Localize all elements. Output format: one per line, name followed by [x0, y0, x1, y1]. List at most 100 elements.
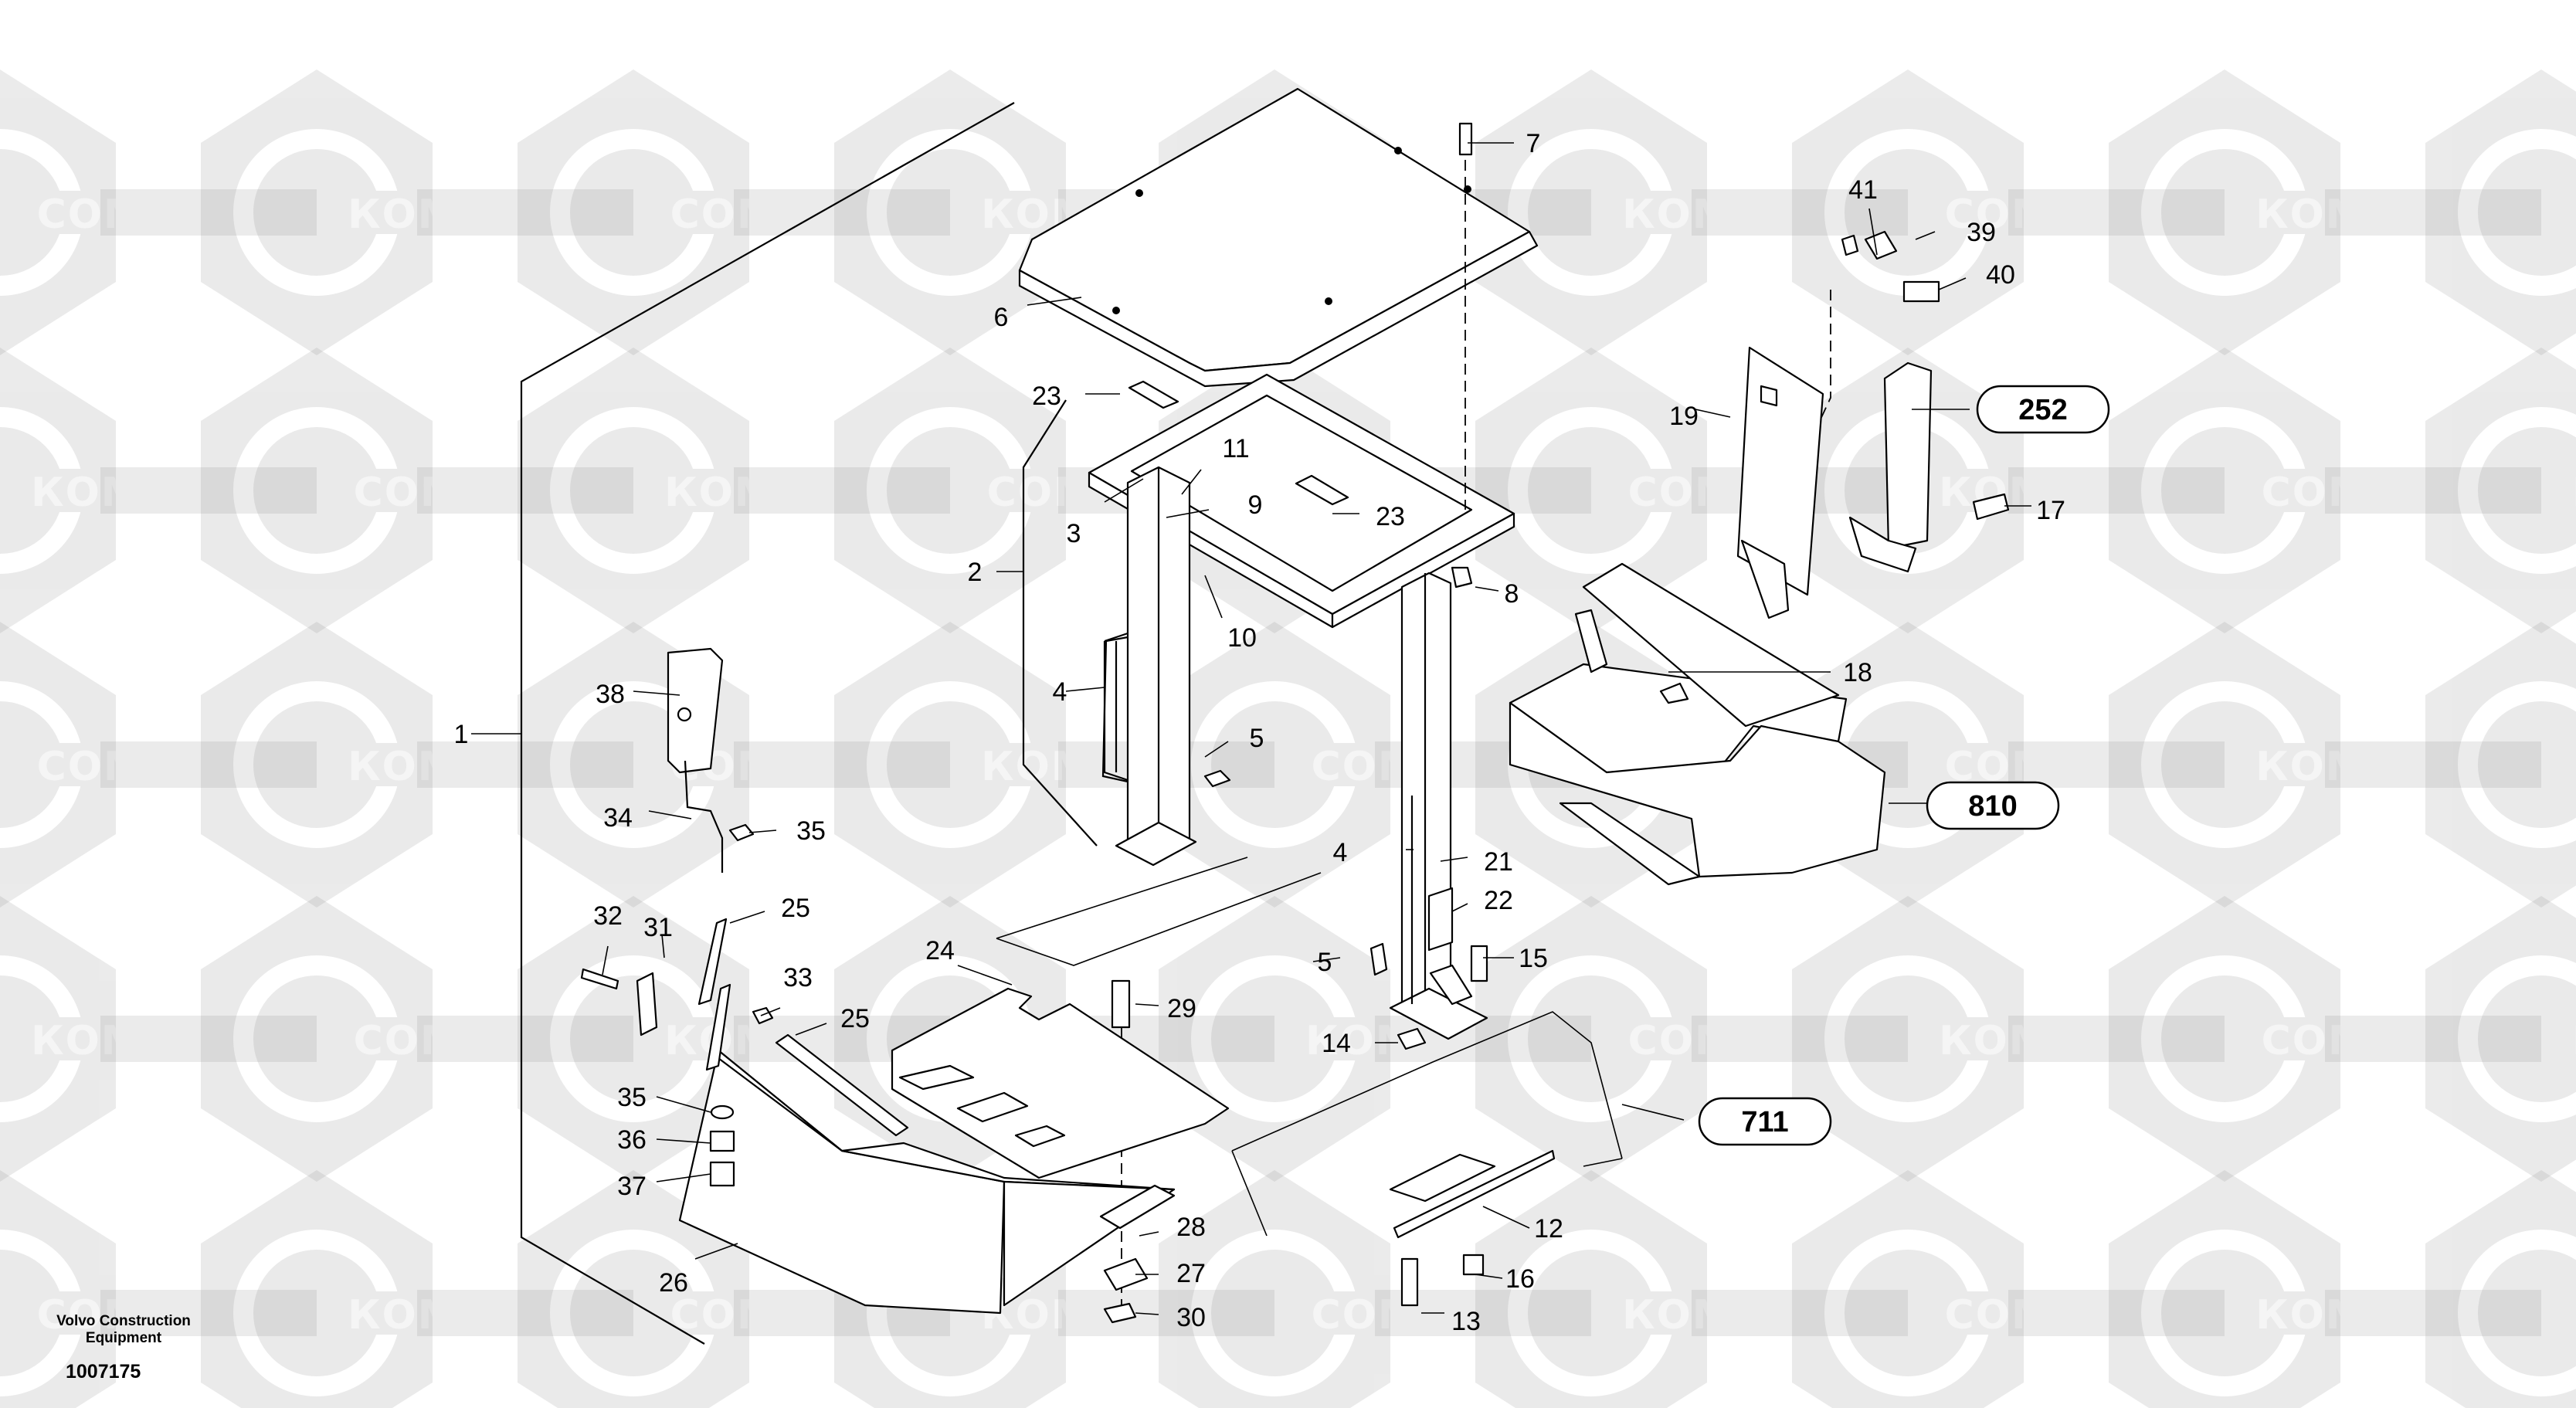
watermark-band	[1692, 1016, 1908, 1062]
watermark-band	[2325, 467, 2541, 514]
watermark-band	[417, 1016, 633, 1062]
watermark-band	[1692, 189, 1908, 236]
callout-c5a: 5	[1250, 724, 1264, 753]
watermark-band	[2008, 741, 2225, 788]
watermark-tile	[0, 896, 116, 1182]
watermark-tile	[0, 348, 116, 633]
watermark-text: COMPART	[2262, 470, 2489, 516]
watermark-text: COMPART	[354, 1018, 582, 1064]
callout-c40: 40	[1986, 260, 2015, 290]
callout-c25b: 25	[840, 1004, 870, 1033]
reference-label: 252	[2018, 394, 2067, 426]
watermark-tile	[1792, 896, 2024, 1182]
callout-c28: 28	[1176, 1213, 1206, 1242]
callout-c36: 36	[617, 1125, 647, 1155]
watermark-tile	[2109, 1170, 2340, 1408]
roof-panel	[1018, 87, 1539, 388]
watermark-band	[2325, 1290, 2541, 1336]
hardware-left	[580, 823, 774, 1187]
reference-252: 252	[1976, 385, 2110, 434]
callout-c15: 15	[1519, 944, 1548, 973]
callout-c32: 32	[593, 901, 623, 931]
watermark-band	[1058, 1290, 1274, 1336]
watermark-band	[2325, 1016, 2541, 1062]
watermark-tile	[2109, 622, 2340, 908]
watermark-tile	[0, 622, 116, 908]
watermark-tile	[1475, 896, 1707, 1182]
watermark-tile	[2109, 70, 2340, 355]
watermark-tile	[518, 348, 749, 633]
callout-c23b: 23	[1376, 502, 1405, 531]
watermark-tile	[201, 622, 433, 908]
cab-base-left	[996, 857, 1322, 966]
watermark-text: КОМПАРТ	[31, 1018, 270, 1064]
watermark-text: COMPART	[37, 192, 265, 238]
callout-c19: 19	[1669, 402, 1699, 431]
watermark-band	[100, 1016, 317, 1062]
callout-c11: 11	[1222, 434, 1249, 463]
watermark-tile	[1159, 1170, 1390, 1408]
callout-c9: 9	[1248, 490, 1263, 520]
watermark-band	[417, 467, 633, 514]
watermark-tile	[1792, 1170, 2024, 1408]
callout-c38: 38	[596, 680, 625, 709]
callout-c30: 30	[1176, 1303, 1206, 1332]
watermark-text: КОМПАРТ	[31, 470, 270, 516]
callout-c4b: 4	[1333, 838, 1348, 867]
callout-c21: 21	[1484, 847, 1513, 877]
watermark-text: КОМПАРТ	[981, 1292, 1220, 1338]
watermark-tile	[2425, 896, 2576, 1182]
watermark-text: КОМПАРТ	[2255, 744, 2495, 790]
watermark-tile	[0, 1170, 116, 1408]
callout-c31: 31	[643, 913, 673, 942]
right-pillar	[1389, 572, 1488, 1040]
callout-c3: 3	[1067, 519, 1081, 548]
callout-c18: 18	[1843, 658, 1872, 687]
callout-c24: 24	[925, 936, 955, 965]
hood-assembly	[1509, 562, 1886, 886]
left-pillar	[1103, 466, 1197, 867]
watermark-text: КОМПАРТ	[1939, 1018, 2178, 1064]
handle-4-left	[1101, 636, 1128, 783]
watermark-text: КОМПАРТ	[2255, 192, 2495, 238]
callout-c16: 16	[1505, 1264, 1535, 1294]
watermark-tile	[201, 70, 433, 355]
reference-711: 711	[1698, 1097, 1832, 1146]
watermark-tile	[1475, 348, 1707, 633]
callout-c29: 29	[1167, 994, 1196, 1023]
watermark-tile	[834, 348, 1066, 633]
watermark-band	[734, 467, 950, 514]
watermark-band	[2008, 1016, 2225, 1062]
reference-label: 810	[1968, 790, 2017, 823]
shim-23-top	[1128, 380, 1179, 409]
watermark-tile	[518, 1170, 749, 1408]
assembly-drawing	[471, 87, 2031, 1345]
watermark-tile	[2109, 348, 2340, 633]
watermark-tile	[2425, 622, 2576, 908]
watermark-tile	[518, 896, 749, 1182]
callout-c4a: 4	[1053, 677, 1067, 707]
watermark-band	[1692, 1290, 1908, 1336]
lower-mounts	[1099, 1184, 1176, 1324]
watermark-text: КОМПАРТ	[348, 1292, 587, 1338]
watermark-text: КОМПАРТ	[664, 470, 904, 516]
watermark-band	[2008, 467, 2225, 514]
watermark-tile	[201, 896, 433, 1182]
watermark-text: COMPART	[37, 744, 265, 790]
roof-frame	[1088, 373, 1515, 629]
callout-layer: 1234455678910111213141516171819212223232…	[454, 129, 2065, 1336]
callout-c22: 22	[1484, 886, 1513, 915]
footer-block: Volvo Construction Equipment 1007175	[31, 1313, 216, 1383]
callout-c7: 7	[1526, 129, 1541, 158]
watermark-tile	[2425, 70, 2576, 355]
watermark-text: КОМПАРТ	[2255, 1292, 2495, 1338]
hardware-center	[1111, 122, 1488, 1050]
callout-c5b: 5	[1318, 948, 1332, 977]
watermark-band	[734, 741, 950, 788]
assembly-bracket-2	[1022, 399, 1098, 846]
assembly-bracket-1	[520, 102, 1015, 1345]
mirror	[667, 647, 724, 873]
watermark-text: COMPART	[1628, 1018, 1856, 1064]
shim-23-right	[1295, 474, 1349, 506]
